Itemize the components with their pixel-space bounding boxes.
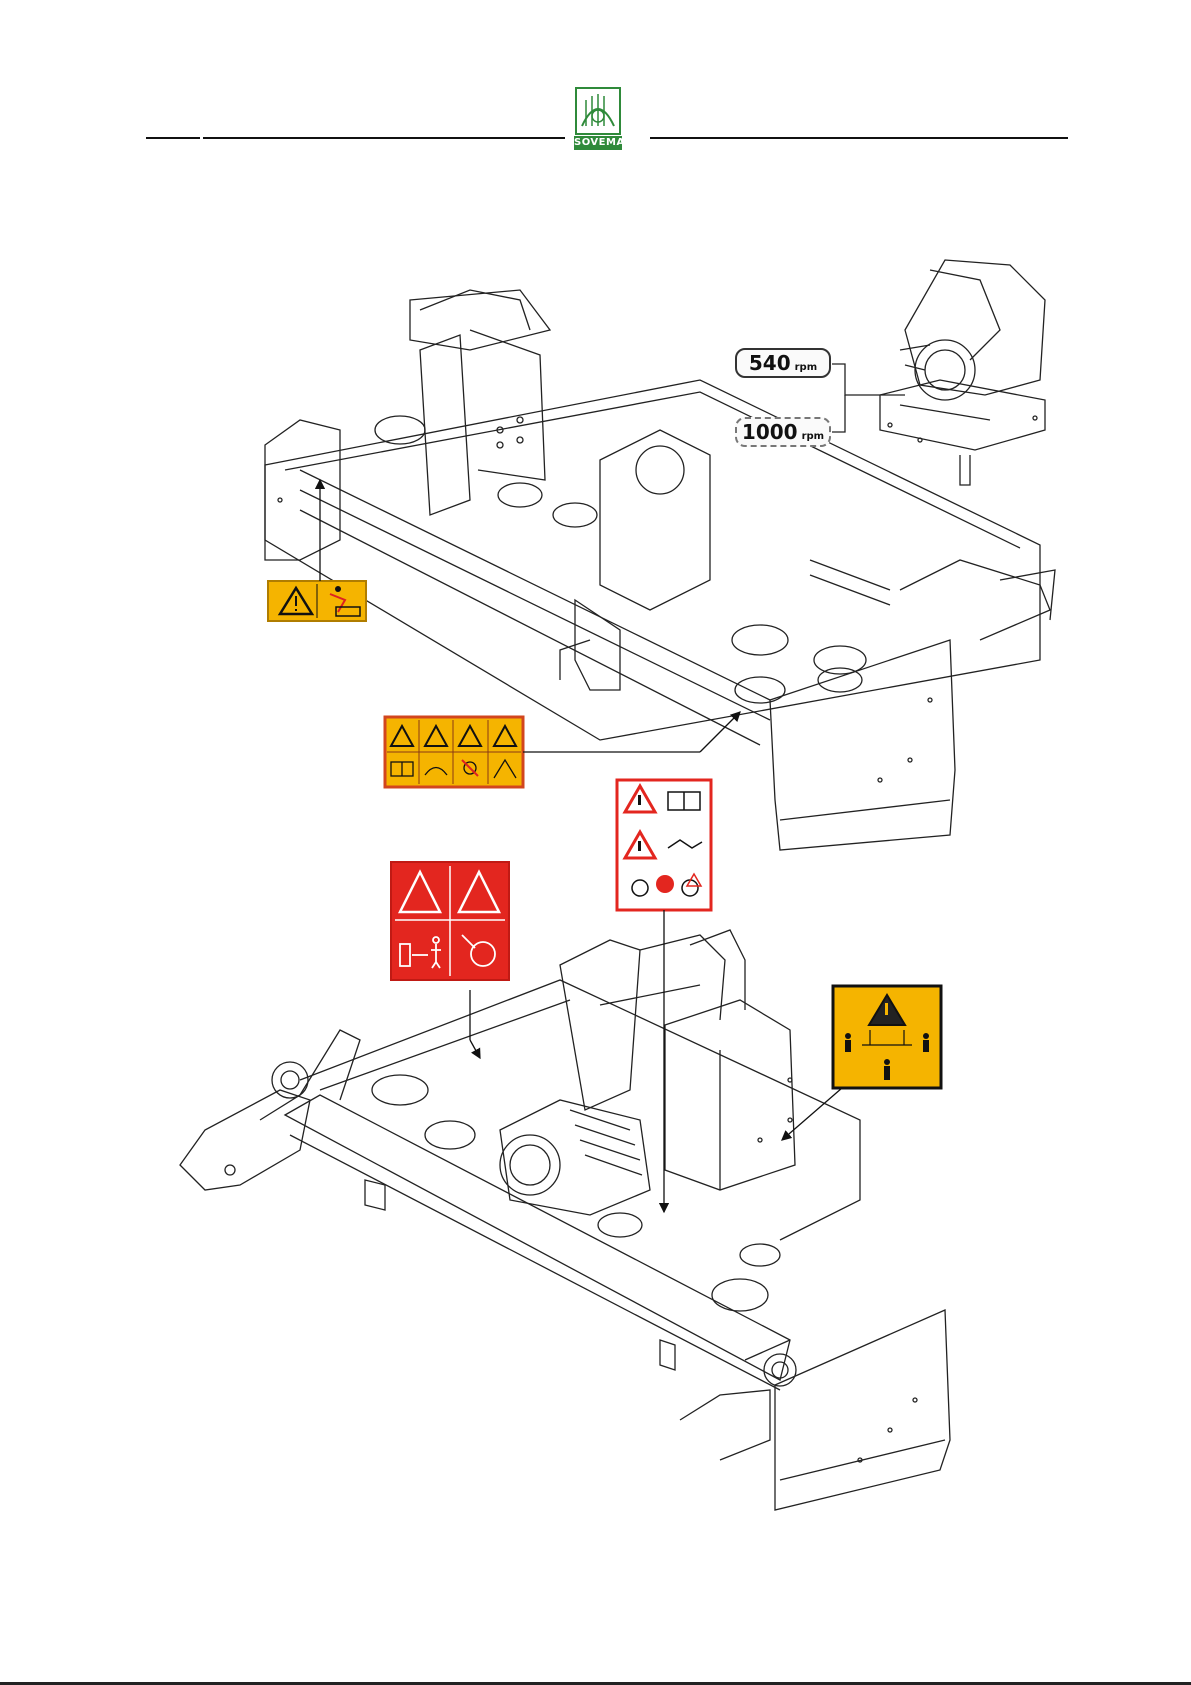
decal-read-manual (617, 780, 711, 910)
rpm-connector-lines (832, 364, 905, 432)
gearbox-illustration (880, 260, 1045, 485)
decal-thrown-objects (391, 862, 509, 980)
rpm-540-unit: rpm (795, 362, 818, 373)
decal-four-warnings (385, 717, 523, 787)
decal-no-standing (268, 581, 366, 621)
rpm-1000-value: 1000 (742, 419, 798, 445)
rpm-label-540: 540 rpm (735, 348, 831, 378)
decal-keep-distance (833, 986, 941, 1088)
rpm-1000-unit: rpm (802, 431, 825, 442)
rpm-540-value: 540 (749, 350, 791, 376)
rpm-label-1000: 1000 rpm (735, 417, 831, 447)
